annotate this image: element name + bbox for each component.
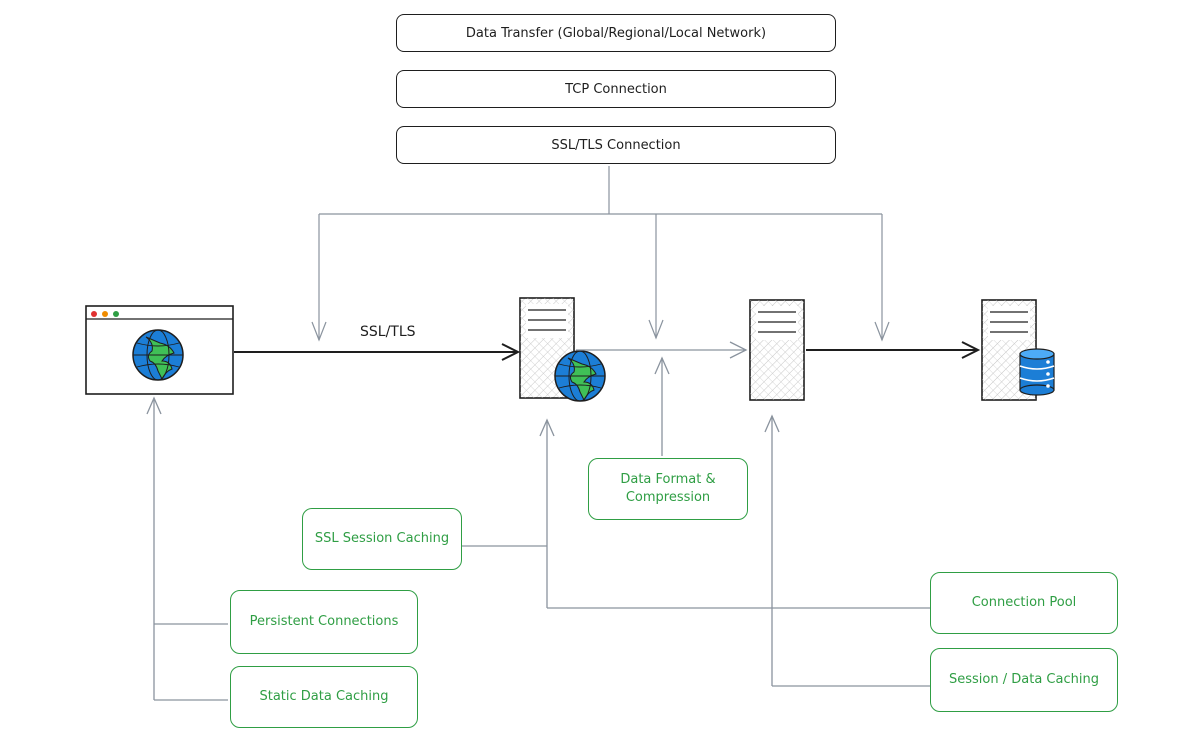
data-format-line2: Compression bbox=[625, 490, 711, 505]
app-server-icon bbox=[749, 299, 805, 401]
static-data-caching-label: Static Data Caching bbox=[259, 689, 389, 704]
web-server-globe-icon bbox=[554, 350, 606, 402]
data-format-compression-box: Data Format & Compression bbox=[588, 458, 748, 520]
tcp-connection-label: TCP Connection bbox=[565, 81, 667, 97]
ssl-tls-connection-label: SSL/TLS Connection bbox=[551, 137, 681, 153]
connection-pool-label: Connection Pool bbox=[971, 595, 1077, 610]
tcp-connection-box: TCP Connection bbox=[396, 70, 836, 108]
ssl-tls-connection-box: SSL/TLS Connection bbox=[396, 126, 836, 164]
ssl-session-caching-box: SSL Session Caching bbox=[302, 508, 462, 570]
session-data-caching-label: Session / Data Caching bbox=[949, 672, 1099, 687]
ssl-distribution-lines bbox=[311, 166, 890, 342]
connection-pool-box: Connection Pool bbox=[930, 572, 1118, 634]
web-server-icon bbox=[519, 297, 575, 399]
persistent-connections-label: Persistent Connections bbox=[249, 614, 399, 629]
data-format-line1: Data Format & bbox=[620, 472, 716, 487]
webserver-to-appserver-arrow bbox=[576, 341, 748, 359]
appserver-to-dbserver-arrow bbox=[806, 341, 981, 359]
database-icon bbox=[1019, 348, 1055, 396]
globe-icon bbox=[132, 329, 184, 381]
browser-to-webserver-arrow bbox=[234, 343, 521, 361]
session-data-caching-box: Session / Data Caching bbox=[930, 648, 1118, 712]
persistent-connections-box: Persistent Connections bbox=[230, 590, 418, 654]
static-data-caching-box: Static Data Caching bbox=[230, 666, 418, 728]
ssl-session-caching-label: SSL Session Caching bbox=[314, 531, 450, 546]
ssl-tls-edge-label: SSL/TLS bbox=[360, 324, 416, 340]
data-transfer-box: Data Transfer (Global/Regional/Local Net… bbox=[396, 14, 836, 52]
optimization-connectors bbox=[146, 356, 930, 701]
data-transfer-label: Data Transfer (Global/Regional/Local Net… bbox=[465, 25, 767, 41]
